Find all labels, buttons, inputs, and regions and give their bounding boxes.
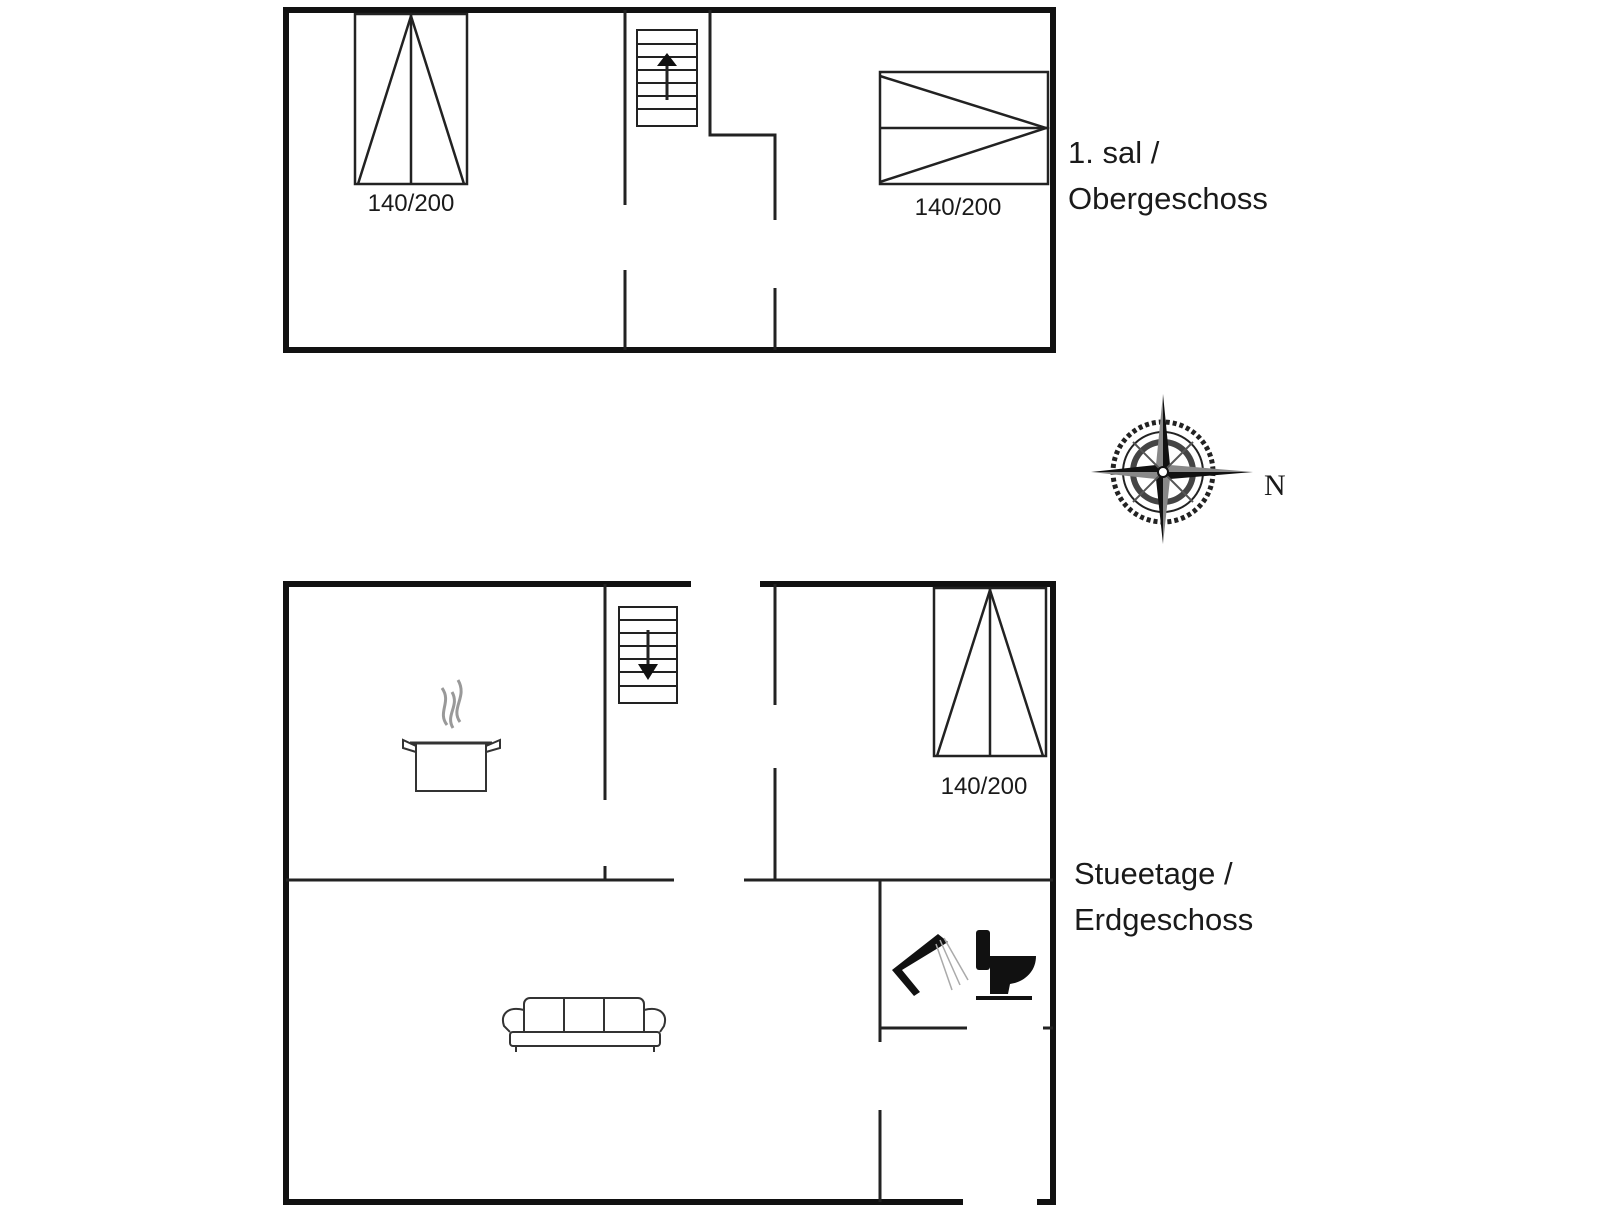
shower-icon xyxy=(892,934,969,996)
toilet-icon xyxy=(976,930,1036,1000)
cooking-pot-icon xyxy=(402,679,501,792)
upper-floor: 140/200 140/200 1. sal / Obergeschoss xyxy=(283,7,1268,353)
sofa-icon xyxy=(502,997,666,1052)
stairs-up-icon xyxy=(636,29,698,127)
bed-icon xyxy=(878,70,1051,186)
ground-floor: 140/200 xyxy=(283,581,1253,1205)
compass-north-label: N xyxy=(1264,469,1286,502)
stairs-down-icon xyxy=(618,606,678,704)
ground-floor-partitions xyxy=(286,584,1053,1202)
upper-floor-partitions xyxy=(623,10,777,350)
bed-size-label: 140/200 xyxy=(368,190,455,217)
ground-floor-outer-wall xyxy=(283,581,1056,1205)
bed-icon xyxy=(353,11,469,186)
floor-name-ground-line2: Erdgeschoss xyxy=(1074,902,1253,937)
bed-icon xyxy=(932,585,1048,758)
floor-name-upper-line2: Obergeschoss xyxy=(1068,181,1268,216)
compass-rose-icon xyxy=(1091,394,1253,544)
bed-size-label: 140/200 xyxy=(941,773,1028,800)
floor-name-upper-line1: 1. sal / xyxy=(1068,135,1160,170)
floor-name-ground-line1: Stueetage / xyxy=(1074,856,1233,891)
upper-floor-outer-wall xyxy=(283,7,1056,353)
bed-size-label: 140/200 xyxy=(915,194,1002,221)
